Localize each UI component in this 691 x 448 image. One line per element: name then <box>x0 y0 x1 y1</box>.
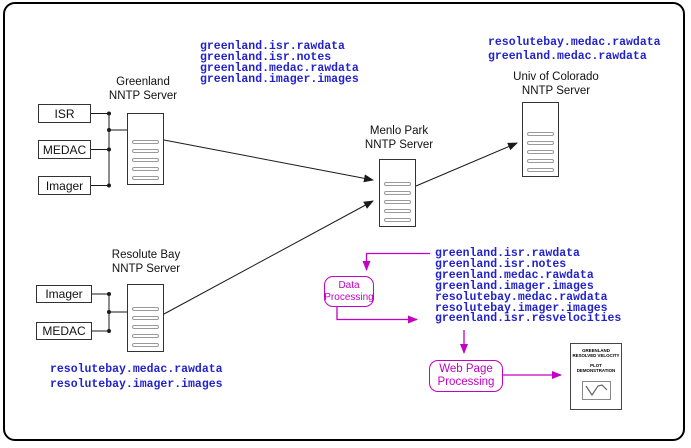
web-page-title: GREENLAND RESOLVED VELOCITY PLOT DEMONST… <box>571 348 621 374</box>
resolutebay-instrument-bus <box>92 292 127 333</box>
newsgroup: greenland.isr.rawdata <box>200 40 345 53</box>
flow-data-processing-to-resvelocities <box>336 307 418 324</box>
colorado-newsgroup-list: resolutebay.medac.rawdata greenland.meda… <box>488 36 661 63</box>
server-role: NNTP Server <box>108 89 178 102</box>
resolutebay-server-label: Resolute Bay NNTP Server <box>71 249 221 276</box>
newsgroup: greenland.isr.resvelocities <box>435 312 622 326</box>
data-processing-box: Data Processing <box>324 276 374 307</box>
process-label: Web Page <box>439 362 493 375</box>
menlopark-server-label: Menlo Park NNTP Server <box>324 125 474 152</box>
greenland-server-icon <box>127 113 164 185</box>
newsgroup: resolutebay.medac.rawdata <box>50 363 223 376</box>
newsgroup: greenland.medac.rawdata <box>488 49 647 63</box>
velocity-plot-icon <box>582 381 611 400</box>
resolutebay-instrument-medac: MEDAC <box>36 322 92 340</box>
greenland-instrument-isr: ISR <box>38 104 91 123</box>
web-page-thumbnail: GREENLAND RESOLVED VELOCITY PLOT DEMONST… <box>570 343 622 410</box>
server-role: NNTP Server <box>111 262 181 275</box>
greenland-server-label: Greenland NNTP Server <box>68 76 218 103</box>
server-role: NNTP Server <box>364 138 434 151</box>
greenland-instrument-imager: Imager <box>38 176 91 195</box>
newsgroup: greenland.isr.notes <box>435 257 567 271</box>
process-label: Data <box>338 279 360 291</box>
greenland-instrument-medac: MEDAC <box>38 140 91 159</box>
diagram-border <box>3 2 685 441</box>
process-label: Processing <box>324 291 374 303</box>
feed-menlopark-to-colorado <box>415 142 518 187</box>
greenland-newsgroup-list: greenland.isr.rawdata greenland.isr.note… <box>200 40 359 86</box>
title-line: GREENLAND <box>582 348 610 353</box>
resolutebay-server-icon <box>127 284 164 352</box>
server-slots-icon <box>132 307 159 347</box>
web-page-processing-box: Web Page Processing <box>429 360 503 392</box>
server-slots-icon <box>384 182 411 222</box>
greenland-instrument-bus <box>91 111 127 188</box>
feed-resolutebay-to-menlopark <box>163 200 374 315</box>
newsgroup: greenland.medac.rawdata <box>435 268 594 282</box>
newsgroup: greenland.imager.images <box>200 72 359 86</box>
newsgroup: greenland.isr.notes <box>200 50 332 64</box>
feed-greenland-to-menlopark <box>163 139 374 183</box>
colorado-server-label: Univ of Colorado NNTP Server <box>481 71 631 98</box>
newsgroup: resolutebay.imager.images <box>50 377 223 391</box>
title-line: PLOT DEMONSTRATION <box>576 362 616 374</box>
newsgroup: greenland.medac.rawdata <box>200 61 359 75</box>
server-slots-icon <box>527 132 554 172</box>
menlopark-server-icon <box>379 159 416 227</box>
flow-newsgroups-to-data-processing <box>362 252 430 271</box>
server-name: Univ of Colorado <box>513 71 599 83</box>
process-label: Processing <box>437 376 495 388</box>
server-name: Menlo Park <box>369 125 429 137</box>
newsgroup: resolutebay.medac.rawdata <box>488 36 661 49</box>
resolutebay-instrument-imager: Imager <box>36 285 92 303</box>
newsgroup: greenland.imager.images <box>435 279 594 293</box>
server-name: Resolute Bay <box>111 249 181 261</box>
server-role: NNTP Server <box>521 84 591 97</box>
resolutebay-newsgroup-list: resolutebay.medac.rawdata resolutebay.im… <box>50 363 223 392</box>
colorado-server-icon <box>522 102 559 177</box>
newsgroup: resolutebay.medac.rawdata <box>435 290 608 304</box>
newsgroup: resolutebay.imager.images <box>435 301 608 315</box>
newsgroup: greenland.isr.rawdata <box>435 247 580 260</box>
title-line: RESOLVED VELOCITY <box>572 353 620 359</box>
menlopark-newsgroup-list: greenland.isr.rawdata greenland.isr.note… <box>435 247 622 326</box>
server-slots-icon <box>132 140 159 180</box>
server-name: Greenland <box>116 76 170 88</box>
